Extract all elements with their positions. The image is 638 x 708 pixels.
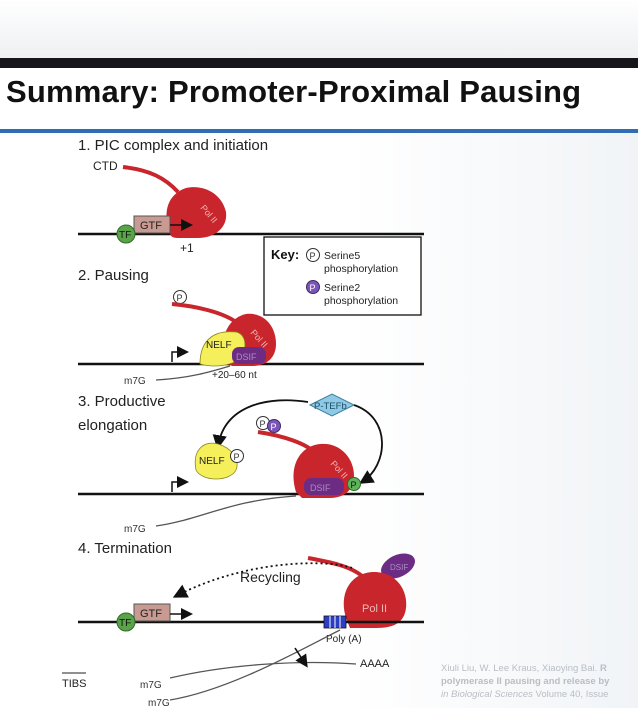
ctd-tail-2 [171, 302, 238, 324]
dsif-label-3: DSIF [310, 483, 331, 493]
step4-panel: 4. Termination Recycling DSIF Pol II Pol… [62, 540, 424, 708]
citation-title-start: R [599, 663, 607, 674]
cleavage-arrow [294, 647, 308, 668]
polya-label: Poly (A) [326, 634, 362, 645]
dsif-shape-2 [232, 347, 266, 364]
tf-circle-4 [116, 612, 136, 632]
step3-panel: 3. Productive elongation P-TEFb NELF P P… [78, 393, 424, 535]
step3-label-1: 3. Productive [78, 393, 166, 410]
ser5-text: Serine5 [324, 250, 360, 262]
polya-tail-label: AAAA [360, 658, 390, 670]
ser5-p-step3-letter: P [260, 419, 266, 429]
key-title: Key: [271, 247, 299, 262]
ser5-p-step2-letter: P [177, 293, 183, 303]
tss-label: +1 [180, 241, 194, 255]
tss-arrow-3 [171, 476, 189, 492]
dsif-shape-4 [381, 553, 415, 579]
title-underline [0, 129, 638, 133]
citation-line-3: in Biological Sciences Volume 40, Issue [441, 688, 638, 701]
title-dark-bar [0, 58, 638, 68]
rna-3 [155, 495, 297, 527]
citation-line-1: Xiuli Liu, W. Lee Kraus, Xiaoying Bai. R [441, 662, 638, 675]
cap-label-4b: m7G [148, 698, 170, 708]
tss-arrow-2 [171, 346, 189, 362]
nelf-label-3: NELF [199, 456, 225, 467]
ser2-p-step3-letter: P [271, 422, 277, 432]
ser2-p-step3 [267, 419, 281, 433]
pol2-label-4: Pol II [362, 603, 387, 615]
dsif-label-2: DSIF [236, 352, 257, 362]
journal-label: TIBS [62, 678, 86, 690]
step2-panel: 2. Pausing P Pol II NELF DSIF m7G +20–60… [78, 267, 424, 387]
pol2-shape-1 [166, 187, 227, 238]
cap-label-4a: m7G [140, 680, 162, 691]
tf-label-1: TF [119, 230, 131, 241]
citation: Xiuli Liu, W. Lee Kraus, Xiaoying Bai. R… [441, 662, 638, 701]
ser5-text-b: phosphorylation [324, 263, 398, 275]
citation-authors: Xiuli Liu, W. Lee Kraus, Xiaoying Bai. [441, 663, 600, 674]
ser2-phos-arrow [353, 404, 383, 484]
citation-journal: in Biological Sciences [441, 689, 533, 700]
rna-4a [169, 661, 357, 679]
nelf-release-arrow [212, 399, 309, 450]
ctd-label: CTD [93, 159, 118, 173]
step1-panel: 1. PIC complex and initiation CTD Pol II… [78, 137, 424, 255]
dsif-p-letter: P [351, 480, 357, 490]
diagram-background [0, 133, 638, 708]
nelf-label-2: NELF [206, 340, 232, 351]
step1-label: 1. PIC complex and initiation [78, 137, 268, 154]
tf-circle-1 [116, 224, 136, 244]
cap-label-2: m7G [124, 376, 146, 387]
gtf-label-1: GTF [140, 220, 162, 232]
rna-2 [155, 365, 231, 381]
dist-label: +20–60 nt [212, 370, 257, 381]
ser2-text-b: phosphorylation [324, 295, 398, 307]
ctd-tail-3 [257, 430, 316, 454]
tf-label-4: TF [119, 618, 131, 629]
gtf-label-4: GTF [140, 608, 162, 620]
step4-label: 4. Termination [78, 540, 172, 557]
step3-label-2: elongation [78, 417, 147, 434]
ctd-tail-4 [307, 556, 364, 578]
key-border [263, 236, 422, 316]
ser5-p-icon [306, 248, 320, 262]
dsif-shape-3 [304, 478, 344, 495]
gtf-box-4 [133, 603, 171, 622]
top-band [0, 0, 638, 58]
ctd-tail [122, 165, 180, 194]
ser5-p-letter: P [310, 251, 316, 261]
rna-4b [169, 629, 341, 701]
ptefb-label: P-TEFb [314, 401, 347, 412]
nelf-p-letter: P [234, 452, 240, 462]
dsif-p-icon [347, 477, 361, 491]
ser2-p-icon [306, 280, 320, 294]
ser2-p-letter: P [310, 283, 316, 293]
key-box: Key: P Serine5 phosphorylation P Serine2… [263, 236, 422, 316]
recycling-arrow [172, 562, 353, 598]
citation-volume: Volume 40, Issue [532, 689, 609, 700]
dsif-label-4: DSIF [390, 563, 408, 572]
pol2-shape-4 [343, 572, 407, 628]
cap-label-3: m7G [124, 524, 146, 535]
step2-label: 2. Pausing [78, 267, 149, 284]
citation-line-2: polymerase II pausing and release by [441, 676, 610, 687]
slide-title: Summary: Promoter-Proximal Pausing [6, 74, 582, 109]
nelf-p-icon [230, 449, 244, 463]
recycling-label: Recycling [240, 569, 301, 585]
ser2-text: Serine2 [324, 282, 360, 294]
